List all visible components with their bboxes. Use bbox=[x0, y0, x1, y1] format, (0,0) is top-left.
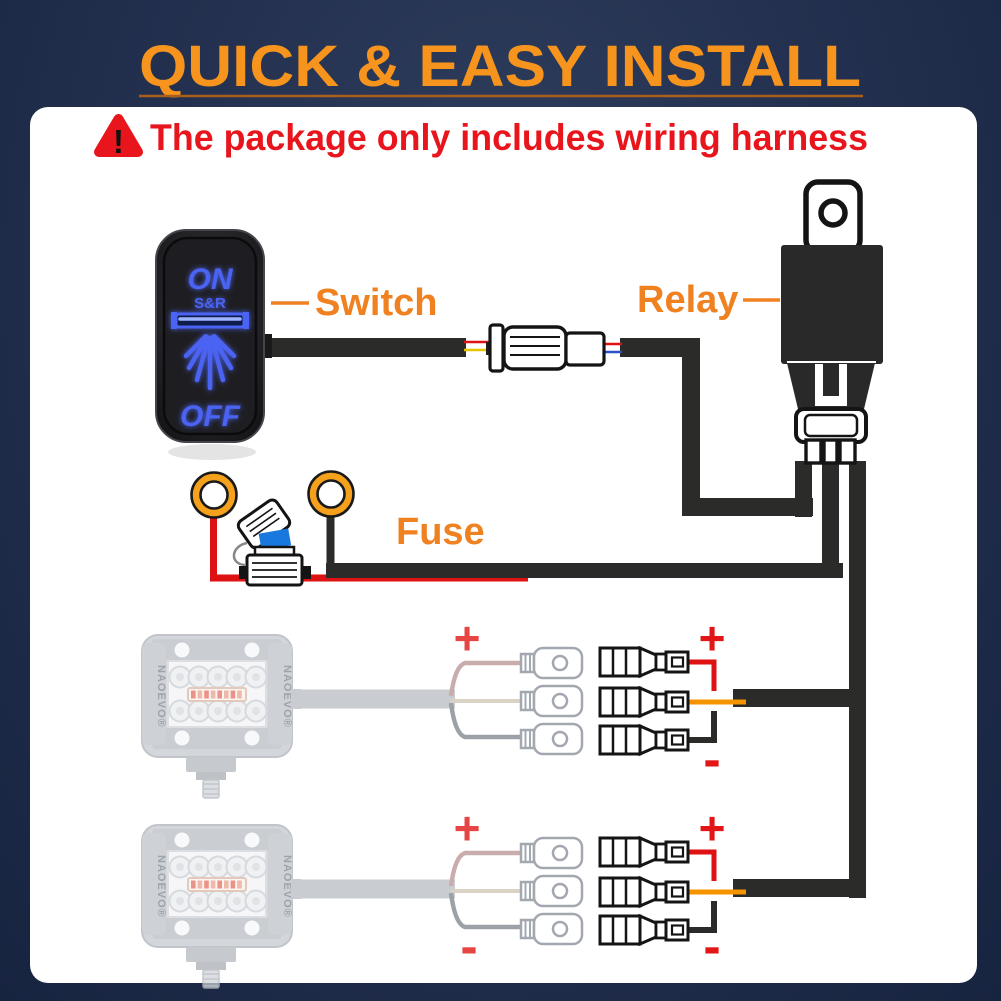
relay-mount-hole bbox=[818, 198, 848, 228]
female-spade-terminal bbox=[598, 686, 690, 718]
warning-text: The package only includes wiring harness bbox=[150, 117, 868, 158]
female-spade-terminal bbox=[598, 646, 690, 678]
switch-wire-drop bbox=[682, 338, 700, 508]
harness-wiring bbox=[266, 338, 866, 898]
relay-power-wire bbox=[822, 461, 839, 565]
female-spade-terminal bbox=[598, 876, 690, 908]
ring-terminal-negative bbox=[307, 470, 355, 518]
warning-exclamation: ! bbox=[113, 123, 124, 160]
plus-mark: + bbox=[454, 802, 481, 854]
switch-label: Switch bbox=[315, 282, 437, 324]
switch-off-label: OFF bbox=[180, 400, 241, 433]
header: QUICK & EASY INSTALL bbox=[139, 34, 863, 99]
relay-trigger-wire bbox=[682, 498, 813, 516]
content-card bbox=[30, 107, 977, 983]
fuse-holder bbox=[232, 498, 311, 587]
switch-on-label: ON bbox=[188, 263, 234, 296]
relay-pin-wire bbox=[795, 461, 812, 517]
power-cable bbox=[326, 563, 843, 578]
switch-wire bbox=[266, 338, 466, 357]
minus-mark: - bbox=[460, 918, 477, 976]
inline-connector bbox=[464, 323, 622, 373]
page-title: QUICK & EASY INSTALL bbox=[139, 34, 861, 99]
light-bar-icon bbox=[171, 312, 249, 391]
fuse-circuit bbox=[190, 470, 843, 587]
female-spade-terminal bbox=[598, 724, 690, 756]
fuse-label: Fuse bbox=[396, 511, 485, 553]
switch-model-label: S&R bbox=[194, 295, 226, 312]
switch-wire bbox=[620, 338, 684, 357]
rocker-switch: ON S&R OFF bbox=[155, 229, 272, 460]
switch-backlit-legend: ON S&R OFF bbox=[171, 263, 249, 433]
female-spade-terminal bbox=[598, 914, 690, 946]
female-spade-terminal bbox=[598, 836, 690, 868]
relay-body bbox=[781, 245, 883, 364]
minus-mark: - bbox=[703, 918, 720, 976]
relay-label: Relay bbox=[637, 279, 738, 321]
plus-mark: + bbox=[454, 612, 481, 664]
plus-mark: + bbox=[699, 802, 726, 854]
plus-mark: + bbox=[699, 612, 726, 664]
fuse-cap-tether bbox=[232, 541, 248, 567]
ring-terminal-positive bbox=[190, 471, 238, 519]
warning-banner: ! The package only includes wiring harne… bbox=[94, 114, 868, 160]
blade-fuse bbox=[258, 528, 292, 551]
relay bbox=[781, 179, 883, 465]
output-trunk-wire bbox=[849, 461, 866, 898]
component-labels: Switch Relay Fuse bbox=[271, 279, 780, 553]
minus-mark: - bbox=[703, 731, 720, 789]
warning-triangle-icon bbox=[94, 114, 143, 157]
